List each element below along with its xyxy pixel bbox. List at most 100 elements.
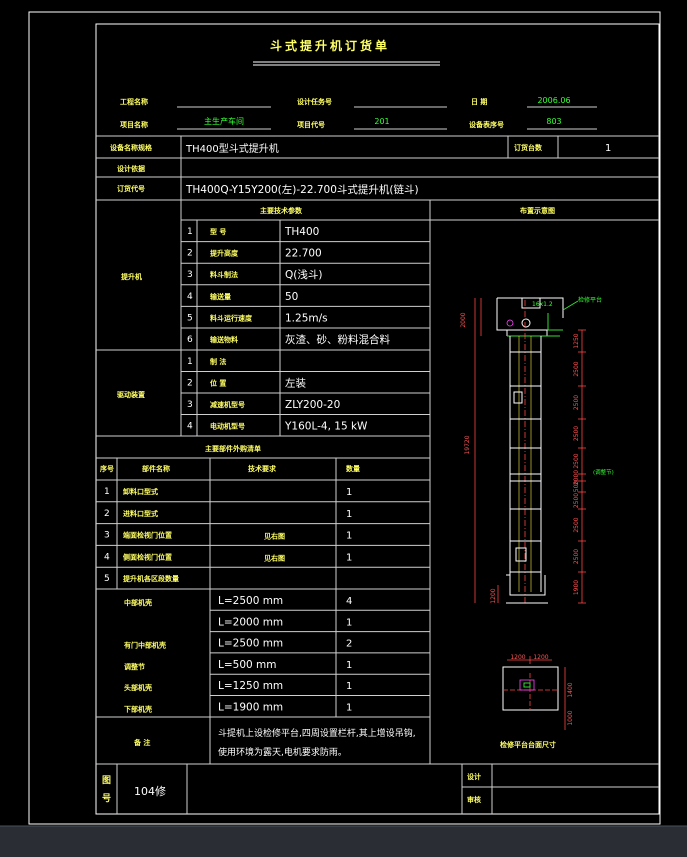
- segment-name: 调整节: [124, 662, 145, 671]
- drawing-canvas: [0, 0, 687, 826]
- dim-top: 2000: [460, 312, 467, 327]
- param-no: 2: [187, 379, 193, 389]
- part-name: 侧面检视门位置: [123, 552, 172, 561]
- plan-dim-2: 1200: [533, 654, 548, 661]
- col-qty-header: 数量: [346, 464, 360, 473]
- head-label: 16x1.2: [532, 301, 553, 308]
- equipment-no-label: 设备表序号: [469, 120, 504, 129]
- part-no: 4: [104, 552, 110, 562]
- plan-dim-1: 1200: [510, 654, 525, 661]
- col-req-header: 技术要求: [248, 464, 277, 473]
- right-dim-label: 2500: [573, 361, 580, 376]
- item-name-value: 主生产车间: [204, 116, 244, 126]
- right-dim-label: 1900: [573, 580, 580, 595]
- dim-bottom: 1200: [490, 588, 497, 603]
- main-params-title: 主要技术参数: [260, 206, 303, 215]
- outer-frame: [28, 11, 661, 825]
- part-req: 见右图: [264, 532, 285, 541]
- plan-caption: 检修平台台面尺寸: [500, 740, 556, 749]
- param-no: 3: [187, 270, 193, 280]
- item-code-value: 201: [374, 117, 389, 126]
- segment-name: 有门中部机壳: [124, 641, 166, 650]
- part-no: 1: [104, 487, 110, 497]
- param-name: 输送物料: [210, 335, 238, 344]
- parts-title: 主要部件外购清单: [205, 444, 261, 453]
- param-name: 型 号: [210, 227, 226, 236]
- right-dim-label: 2000: [573, 470, 580, 485]
- segment-qty: 1: [346, 617, 352, 628]
- adjust-label: (调整节): [593, 468, 614, 476]
- part-req: 见右图: [264, 553, 285, 562]
- param-value: 50: [285, 291, 298, 303]
- order-code-value: TH400Q-Y15Y200(左)-22.700斗式提升机(链斗): [185, 183, 419, 196]
- elevator-elevation-diagram: 2000 19720 1200 16x1.2 检修平台 125025002500…: [460, 296, 614, 605]
- drawing-number: 104修: [134, 784, 166, 798]
- design-sign-label: 设计: [467, 772, 481, 781]
- part-no: 5: [104, 574, 110, 584]
- drawing-label-1: 图: [102, 775, 111, 786]
- param-value: Q(浅斗): [285, 268, 322, 281]
- order-qty-value: 1: [605, 143, 611, 154]
- param-name: 制 法: [210, 357, 226, 366]
- part-qty: 1: [346, 487, 352, 498]
- param-no: 1: [187, 227, 193, 237]
- part-qty: 1: [346, 552, 352, 563]
- param-no: 5: [187, 313, 193, 323]
- param-no: 3: [187, 400, 193, 410]
- platform-plan-diagram: 1200 1200 1400 1000 检修平台台面尺寸: [500, 654, 574, 749]
- status-bar: [0, 826, 687, 857]
- param-no: 4: [187, 292, 193, 302]
- param-name: 料斗运行速度: [210, 313, 253, 322]
- param-value: 22.700: [285, 248, 322, 260]
- drawing-label-2: 号: [102, 793, 111, 804]
- inner-frame: [95, 23, 660, 815]
- hoist-group-label: 提升机: [120, 272, 142, 281]
- part-no: 3: [104, 531, 110, 541]
- segment-length: L=2500 mm: [218, 595, 283, 607]
- layout-title: 布置示意图: [520, 206, 555, 215]
- segment-qty: 1: [346, 681, 352, 692]
- param-value: TH400: [284, 226, 319, 238]
- item-name-label: 项目名称: [120, 120, 148, 129]
- segment-name: 头部机壳: [124, 683, 152, 692]
- plan-dim-3: 1400: [567, 682, 574, 697]
- right-dim-label: 2500: [573, 549, 580, 564]
- right-dim-label: 2500: [573, 395, 580, 410]
- part-name: 提升机各区段数量: [122, 574, 179, 583]
- order-qty-label: 订货台数: [514, 143, 543, 152]
- project-name-label: 工程名称: [120, 97, 148, 106]
- plan-dim-4: 1000: [567, 710, 574, 725]
- part-no: 2: [104, 509, 110, 519]
- date-label: 日 期: [471, 97, 487, 106]
- sheet-title: 斗式提升机订货单: [270, 38, 390, 53]
- param-no: 2: [187, 249, 193, 259]
- right-dim-label: 2500: [573, 493, 580, 508]
- segment-qty: 2: [346, 639, 352, 650]
- drive-group-label: 驱动装置: [117, 390, 145, 399]
- right-dim-label: 2500: [573, 517, 580, 532]
- param-name: 提升高度: [209, 249, 239, 258]
- part-name: 进料口型式: [123, 509, 158, 518]
- segment-length: L=1900 mm: [218, 702, 283, 714]
- col-name-header: 部件名称: [142, 464, 170, 473]
- param-name: 位 置: [210, 379, 226, 388]
- col-no-header: 序号: [99, 464, 114, 473]
- segment-name: 中部机壳: [124, 598, 152, 607]
- right-dim-label: 500: [573, 481, 580, 493]
- design-task-label: 设计任务号: [297, 97, 332, 106]
- segment-name: 下部机壳: [124, 705, 152, 714]
- part-name: 卸料口型式: [123, 487, 158, 496]
- remark-line-1: 斗提机上设检修平台,四周设置栏杆,其上增设吊钩,: [218, 727, 416, 739]
- param-value: 1.25m/s: [285, 312, 328, 324]
- param-no: 4: [187, 422, 193, 432]
- dim-total: 19720: [464, 435, 471, 454]
- segment-length: L=2500 mm: [218, 638, 283, 650]
- param-no: 6: [187, 335, 193, 345]
- design-basis-label: 设计依据: [117, 164, 145, 173]
- right-dim-label: 2500: [573, 453, 580, 468]
- date-value: 2006.06: [537, 96, 570, 105]
